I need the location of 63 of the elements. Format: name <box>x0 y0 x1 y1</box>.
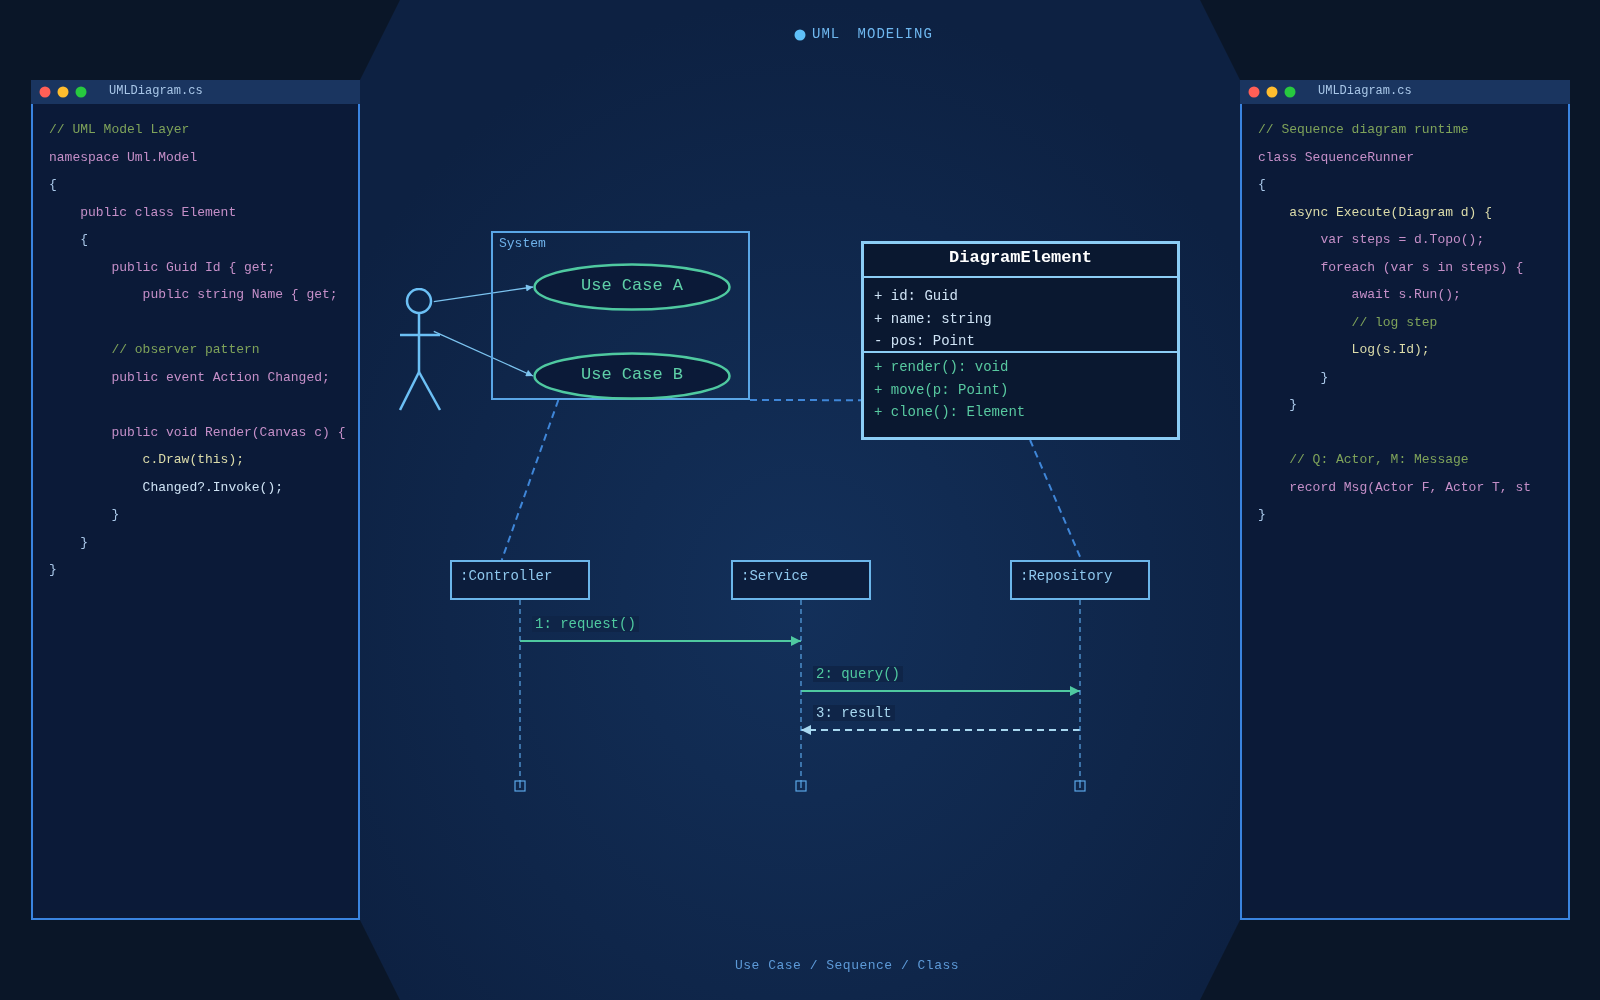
code-line: var steps = d.Topo(); <box>1320 231 1485 249</box>
code-line: public void Render(Canvas c) { <box>111 423 346 442</box>
code-comment: // UML Model Layer <box>49 121 190 139</box>
dashed-connector <box>500 399 560 561</box>
class-method: + clone(): Element <box>874 404 1026 420</box>
code-line: public class Element <box>80 203 237 222</box>
code-line: { <box>80 231 88 249</box>
code-line: namespace Uml.Model <box>49 148 198 167</box>
code-line: await s.Run(); <box>1351 286 1461 304</box>
message-label: 2: query() <box>813 666 903 682</box>
association-arrow <box>433 284 534 303</box>
class-box <box>861 241 1180 440</box>
system-boundary <box>491 231 750 400</box>
code-comment: // observer pattern <box>111 341 260 359</box>
code-line: async Execute(Diagram d) { <box>1289 203 1493 222</box>
code-window <box>1240 80 1570 920</box>
code-line: } <box>49 561 57 579</box>
message-arrow <box>800 686 1081 696</box>
code-line: { <box>1258 176 1266 194</box>
code-line: public string Name { get; <box>142 286 338 304</box>
diagram-caption: Use Case / Sequence / Class <box>733 958 961 973</box>
use-case-ellipse <box>533 352 731 400</box>
use-case-ellipse <box>533 263 731 311</box>
message-label: 3: result <box>813 705 895 721</box>
diagram-title: UML MODELING <box>812 26 933 42</box>
class-method: + move(p: Point) <box>874 381 1009 398</box>
class-attribute: + id: Guid <box>874 288 958 304</box>
code-line: } <box>111 506 120 524</box>
code-line: Changed?.Invoke(); <box>142 478 284 497</box>
file-name: UMLDiagram.cs <box>1318 84 1412 98</box>
message-arrow <box>519 636 802 646</box>
code-line: } <box>1258 506 1266 524</box>
class-attribute: - pos: Point <box>874 333 975 349</box>
class-name: DiagramElement <box>948 248 1093 267</box>
lifeline-box: :Service <box>731 560 871 600</box>
dashed-connector <box>749 399 862 402</box>
code-comment: // Sequence diagram runtime <box>1258 121 1469 139</box>
code-line: } <box>80 533 88 552</box>
code-line: c.Draw(this); <box>142 451 244 469</box>
code-window <box>31 80 360 920</box>
message-arrow <box>800 725 1081 735</box>
code-line: { <box>49 176 57 194</box>
code-line: } <box>1289 396 1297 414</box>
message-label: 1: request() <box>532 616 639 632</box>
code-line: record Msg(Actor F, Actor T, st <box>1289 478 1532 497</box>
class-method: + render(): void <box>874 359 1009 375</box>
code-line: public event Action Changed; <box>111 368 330 387</box>
file-name: UMLDiagram.cs <box>109 84 203 98</box>
code-line: class SequenceRunner <box>1258 148 1415 167</box>
code-line: public Guid Id { get; <box>111 258 276 277</box>
code-line: foreach (var s in steps) { <box>1320 258 1524 277</box>
boundary-label: System <box>499 236 546 251</box>
use-case-label: Use Case A <box>580 276 684 295</box>
lifeline-box: :Controller <box>450 560 590 600</box>
actor-stick-figure <box>397 288 443 412</box>
association-arrow <box>433 330 534 377</box>
code-line: } <box>1320 368 1329 387</box>
class-attribute: + name: string <box>874 310 992 327</box>
use-case-label: Use Case B <box>580 365 684 384</box>
code-comment: // log step <box>1351 313 1438 332</box>
code-comment: // Q: Actor, M: Message <box>1289 451 1469 469</box>
lifeline-box: :Repository <box>1010 560 1150 600</box>
code-line: Log(s.Id); <box>1351 341 1430 359</box>
